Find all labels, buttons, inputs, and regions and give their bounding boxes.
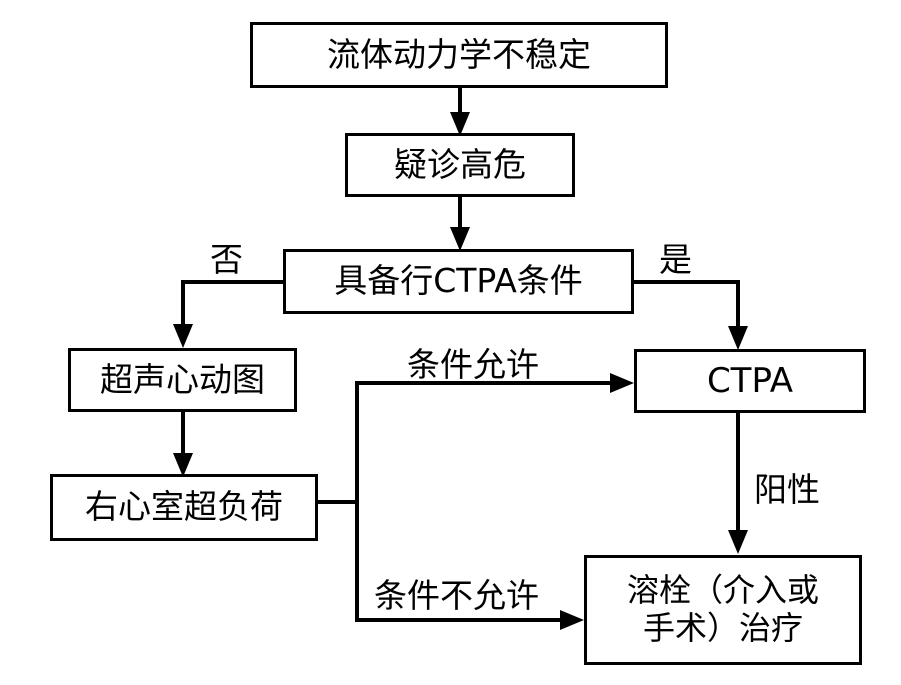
edge-junction-notpermits-to-thrombolysis (355, 610, 584, 630)
edge-label-condition-permits: 条件允许 (407, 338, 539, 386)
node-label: 具备行CTPA条件 (334, 261, 583, 301)
node-ctpa[interactable]: CTPA (634, 349, 866, 413)
node-label: CTPA (706, 360, 794, 401)
edge-label-text: 否 (210, 240, 243, 279)
node-hemodynamic-instability[interactable]: 流体动力学不稳定 (250, 22, 668, 88)
edge-label-no: 否 (210, 233, 243, 281)
edge-label-text: 阳性 (754, 470, 820, 509)
edge-highrisk-to-eligible (450, 197, 470, 251)
node-label: 超声心动图 (100, 359, 265, 399)
node-rv-overload[interactable]: 右心室超负荷 (50, 474, 318, 541)
edge-ctpa-positive-to-thrombolysis (728, 413, 748, 554)
node-label: 疑诊高危 (394, 144, 526, 184)
edge-label-text: 条件允许 (407, 345, 539, 384)
edge-label-yes: 是 (659, 233, 692, 281)
node-suspected-high-risk[interactable]: 疑诊高危 (345, 133, 575, 197)
edge-instability-to-highrisk (450, 88, 470, 136)
node-label: 溶栓（介入或 手术）治疗 (626, 571, 819, 647)
node-label: 右心室超负荷 (85, 487, 283, 527)
edge-label-positive: 阳性 (754, 463, 820, 511)
edge-label-condition-not-permits: 条件不允许 (374, 569, 539, 617)
node-echocardiography[interactable]: 超声心动图 (68, 348, 297, 412)
node-ctpa-eligible[interactable]: 具备行CTPA条件 (283, 249, 634, 314)
edge-label-text: 条件不允许 (374, 576, 539, 615)
node-label: 流体动力学不稳定 (327, 34, 591, 74)
node-thrombolysis[interactable]: 溶栓（介入或 手术）治疗 (584, 555, 862, 665)
edge-junction-permits-to-ctpa (355, 373, 634, 393)
edge-echo-to-rvoverload (173, 412, 193, 477)
edge-label-text: 是 (659, 240, 692, 279)
edge-eligible-no-to-echo (173, 280, 283, 348)
edge-eligible-yes-to-ctpa (634, 280, 748, 350)
